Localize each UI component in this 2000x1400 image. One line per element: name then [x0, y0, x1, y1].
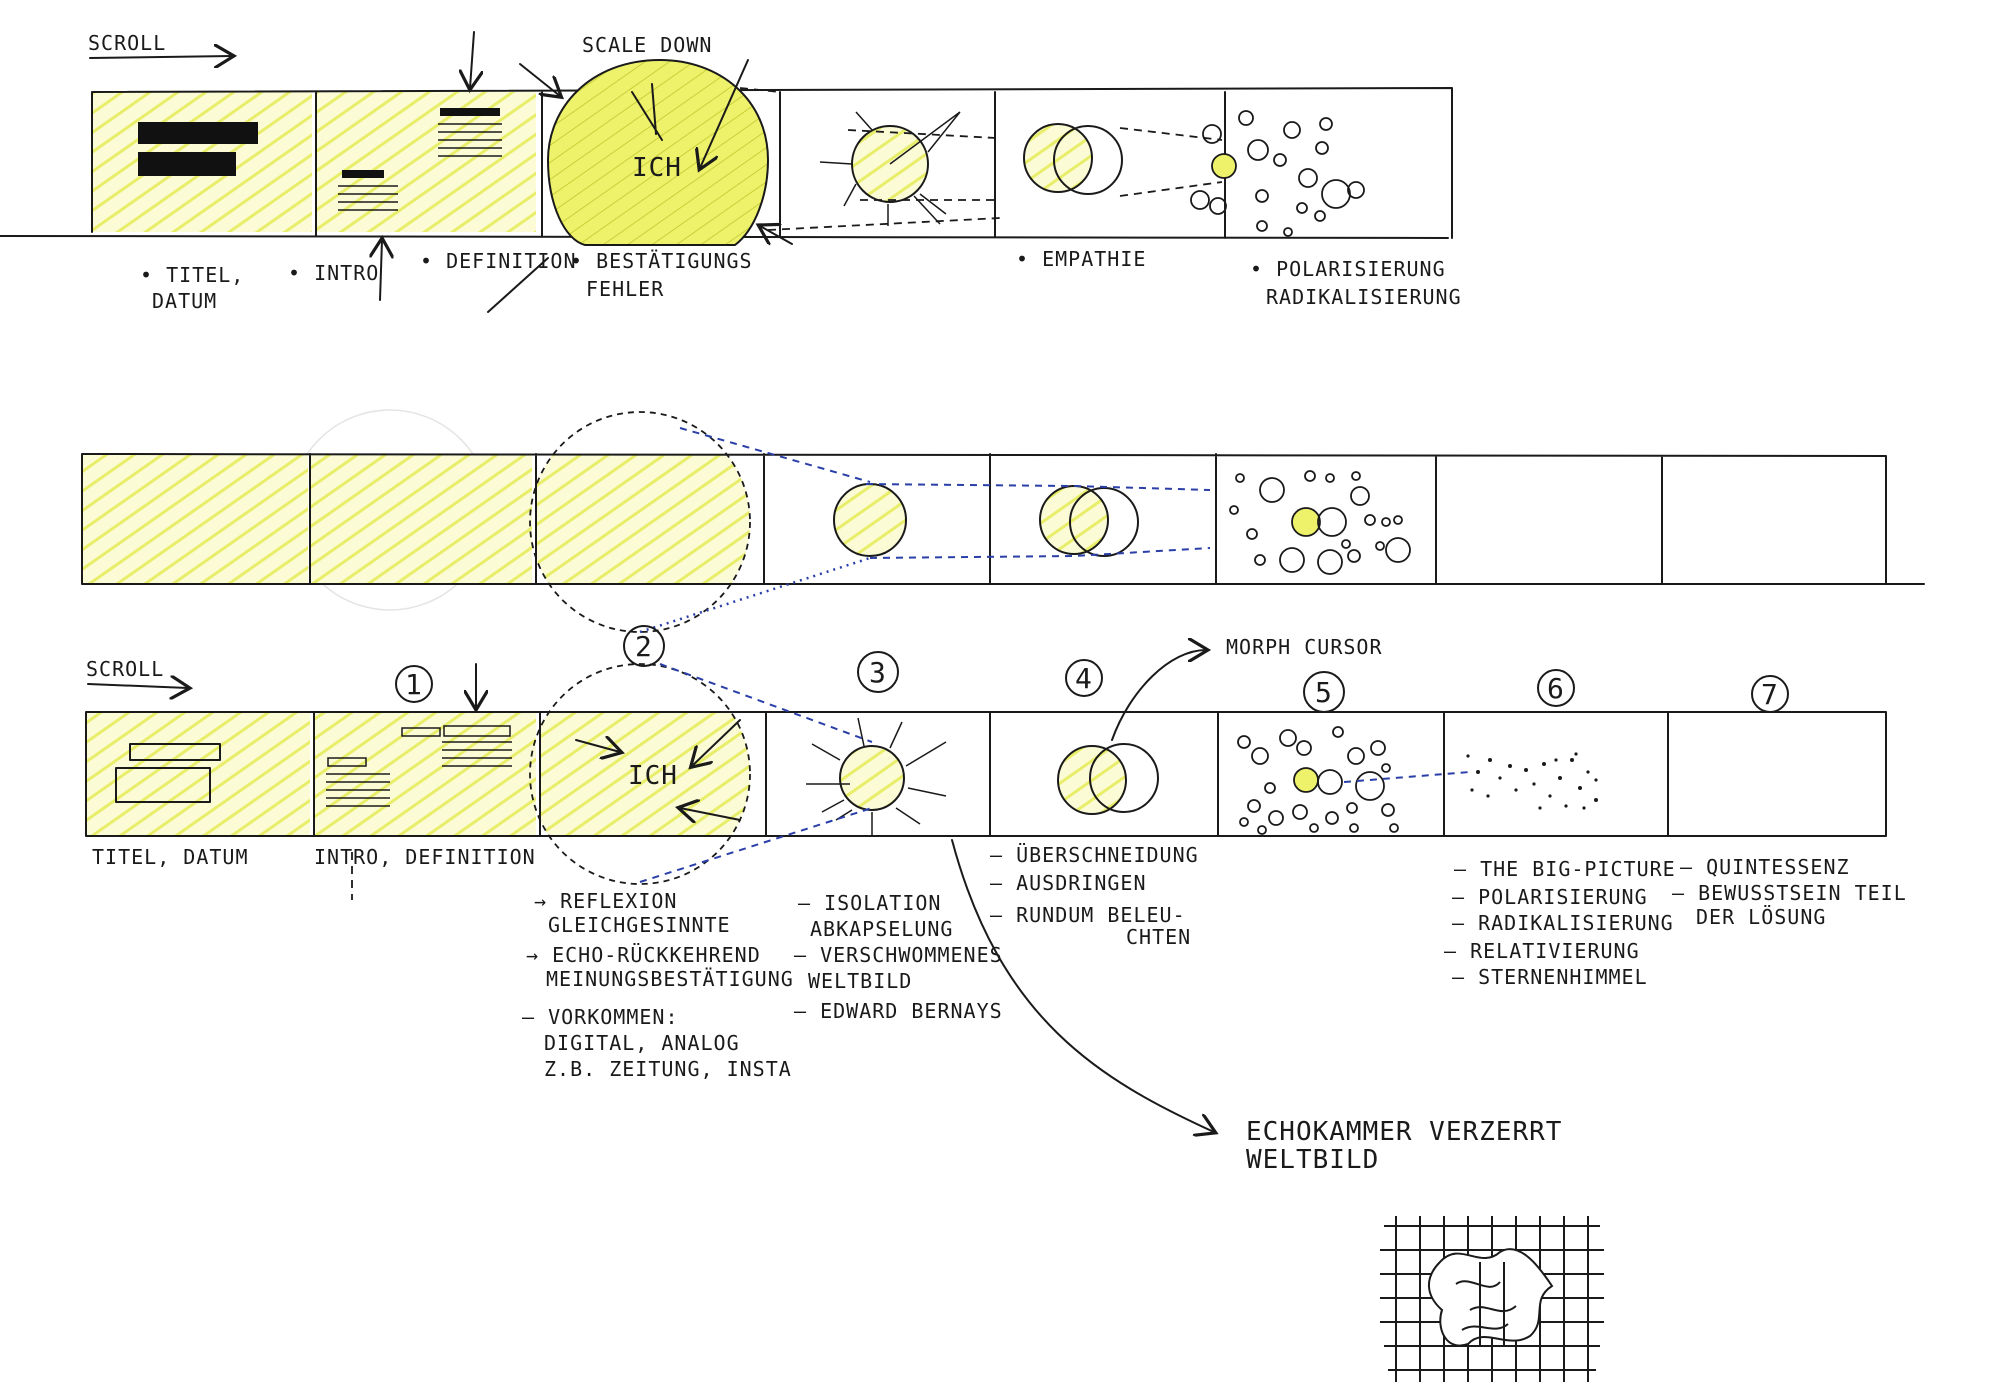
row1-label-titel: • TITEL, — [140, 263, 244, 287]
row1-ich-circle — [546, 58, 770, 246]
row3-title-boxes — [115, 743, 221, 803]
svg-text:– BEWUSSTSEIN TEIL: – BEWUSSTSEIN TEIL — [1672, 881, 1907, 905]
row3-ich-label: ICH — [628, 761, 678, 791]
row1-intro-textblock — [338, 108, 502, 211]
row1-scroll-label: SCROLL — [88, 31, 166, 55]
row1-label-datum: DATUM — [152, 289, 217, 313]
row3-empathy-circles — [1057, 743, 1159, 815]
step-number-4: 4 — [1065, 659, 1103, 697]
row3-bubble-cluster — [1237, 726, 1399, 835]
svg-text:MEINUNGSBESTÄTIGUNG: MEINUNGSBESTÄTIGUNG — [546, 967, 794, 991]
row1-label-bestaetigungs: • BESTÄTIGUNGS — [570, 249, 753, 273]
arrow-right-icon — [89, 56, 232, 58]
svg-text:2: 2 — [635, 630, 652, 663]
row3-frame1-highlight — [86, 712, 310, 836]
row3-label-intro-definition: INTRO, DEFINITION — [314, 845, 536, 869]
svg-text:3: 3 — [869, 656, 886, 689]
row2-bubble-cluster — [1229, 470, 1411, 575]
svg-text:Z.B. ZEITUNG, INSTA: Z.B. ZEITUNG, INSTA — [544, 1057, 792, 1081]
svg-text:1: 1 — [405, 668, 422, 701]
notes-column-2: → REFLEXION GLEICHGESINNTE → ECHO-RÜCKKE… — [522, 889, 794, 1081]
row3-star-field — [1466, 752, 1598, 810]
row1-label-definition: • DEFINITION — [420, 249, 577, 273]
notes-column-6: – THE BIG-PICTURE – POLARISIERUNG – RADI… — [1444, 857, 1676, 989]
row3-small-circle — [839, 745, 905, 811]
row2-frame3-highlight — [536, 454, 750, 584]
row2-storyboard — [81, 409, 1925, 634]
row1-title-bar — [138, 122, 258, 144]
svg-text:– VERSCHWOMMENES: – VERSCHWOMMENES — [794, 943, 1003, 967]
svg-text:→ REFLEXION: → REFLEXION — [534, 889, 677, 913]
row3-scroll-label: SCROLL — [86, 657, 164, 681]
svg-text:– RADIKALISIERUNG: – RADIKALISIERUNG — [1452, 911, 1674, 935]
row3-label-titel-datum: TITEL, DATUM — [92, 845, 249, 869]
row3-intro-textblock — [326, 725, 512, 807]
svg-text:– STERNENHIMMEL: – STERNENHIMMEL — [1452, 965, 1648, 989]
row1-frame2-highlight — [316, 92, 536, 232]
notes-column-3: – ISOLATION ABKAPSELUNG – VERSCHWOMMENES… — [794, 891, 1003, 1023]
svg-text:– POLARISIERUNG: – POLARISIERUNG — [1452, 885, 1648, 909]
svg-text:– THE BIG-PICTURE: – THE BIG-PICTURE — [1454, 857, 1676, 881]
row1-date-bar — [138, 152, 236, 176]
row2-frame1-highlight — [82, 454, 308, 584]
row2-big-circle — [529, 411, 751, 633]
step-number-2: 2 — [623, 625, 665, 667]
svg-text:– ISOLATION: – ISOLATION — [798, 891, 941, 915]
svg-text:– AUSDRINGEN: – AUSDRINGEN — [990, 871, 1147, 895]
step-number-3: 3 — [857, 651, 899, 693]
step-number-6: 6 — [1537, 669, 1575, 707]
svg-text:7: 7 — [1761, 678, 1778, 711]
notes-column-4: – ÜBERSCHNEIDUNG – AUSDRINGEN – RUNDUM B… — [990, 843, 1199, 949]
row3-storyboard: SCROLL 1 2 3 4 5 6 7 — [85, 625, 1887, 1132]
step-number-1: 1 — [395, 665, 433, 703]
row1-label-radikalisierung: RADIKALISIERUNG — [1266, 285, 1462, 309]
row1-label-intro: • INTRO — [288, 261, 379, 285]
row2-frame2-highlight — [310, 454, 532, 584]
svg-text:– RUNDUM BELEU-: – RUNDUM BELEU- — [990, 903, 1186, 927]
arrow-down-icon — [470, 31, 474, 88]
svg-text:DIGITAL, ANALOG: DIGITAL, ANALOG — [544, 1031, 740, 1055]
svg-text:DER LÖSUNG: DER LÖSUNG — [1696, 905, 1826, 929]
svg-text:– VORKOMMEN:: – VORKOMMEN: — [522, 1005, 679, 1029]
row1-label-polarisierung: • POLARISIERUNG — [1250, 257, 1446, 281]
row1-label-fehler: FEHLER — [586, 277, 664, 301]
svg-text:– QUINTESSENZ: – QUINTESSENZ — [1680, 855, 1850, 879]
row2-empathy-circles — [1039, 485, 1139, 557]
svg-text:6: 6 — [1547, 672, 1564, 705]
arrow-right-icon — [87, 684, 188, 688]
step-number-7: 7 — [1751, 675, 1789, 713]
svg-text:– RELATIVIERUNG: – RELATIVIERUNG — [1444, 939, 1640, 963]
row1-storyboard: SCROLL SCALE DOWN ICH — [0, 31, 1462, 313]
row1-scale-down-label: SCALE DOWN — [582, 33, 712, 57]
notes-column-7: – QUINTESSENZ – BEWUSSTSEIN TEIL DER LÖS… — [1672, 855, 1907, 929]
svg-text:– EDWARD BERNAYS: – EDWARD BERNAYS — [794, 999, 1003, 1023]
row1-empathy-circles — [1023, 123, 1123, 195]
step-number-5: 5 — [1303, 671, 1345, 713]
svg-text:→ ECHO-RÜCKKEHREND: → ECHO-RÜCKKEHREND — [526, 943, 761, 967]
row1-ich-label: ICH — [632, 153, 682, 183]
row1-label-empathie: • EMPATHIE — [1016, 247, 1146, 271]
svg-text:CHTEN: CHTEN — [1126, 925, 1191, 949]
echo-chamber-note: ECHOKAMMER VERZERRT WELTBILD — [1246, 1117, 1562, 1175]
echo-subtitle: WELTBILD — [1246, 1145, 1379, 1175]
svg-text:WELTBILD: WELTBILD — [808, 969, 912, 993]
row1-bubble-cluster — [1190, 110, 1365, 237]
echo-title: ECHOKAMMER VERZERRT — [1246, 1117, 1562, 1147]
row3-morph-cursor-label: MORPH CURSOR — [1226, 635, 1383, 659]
svg-text:GLEICHGESINNTE: GLEICHGESINNTE — [548, 913, 731, 937]
svg-text:ABKAPSELUNG: ABKAPSELUNG — [810, 917, 953, 941]
row3-ich-circle — [529, 663, 751, 885]
row2-small-circle — [833, 483, 907, 557]
svg-text:5: 5 — [1315, 676, 1332, 709]
svg-text:– ÜBERSCHNEIDUNG: – ÜBERSCHNEIDUNG — [990, 843, 1199, 867]
distorted-grid-icon — [1380, 1216, 1604, 1382]
arrow-up-icon — [380, 240, 382, 301]
svg-text:4: 4 — [1075, 662, 1092, 695]
